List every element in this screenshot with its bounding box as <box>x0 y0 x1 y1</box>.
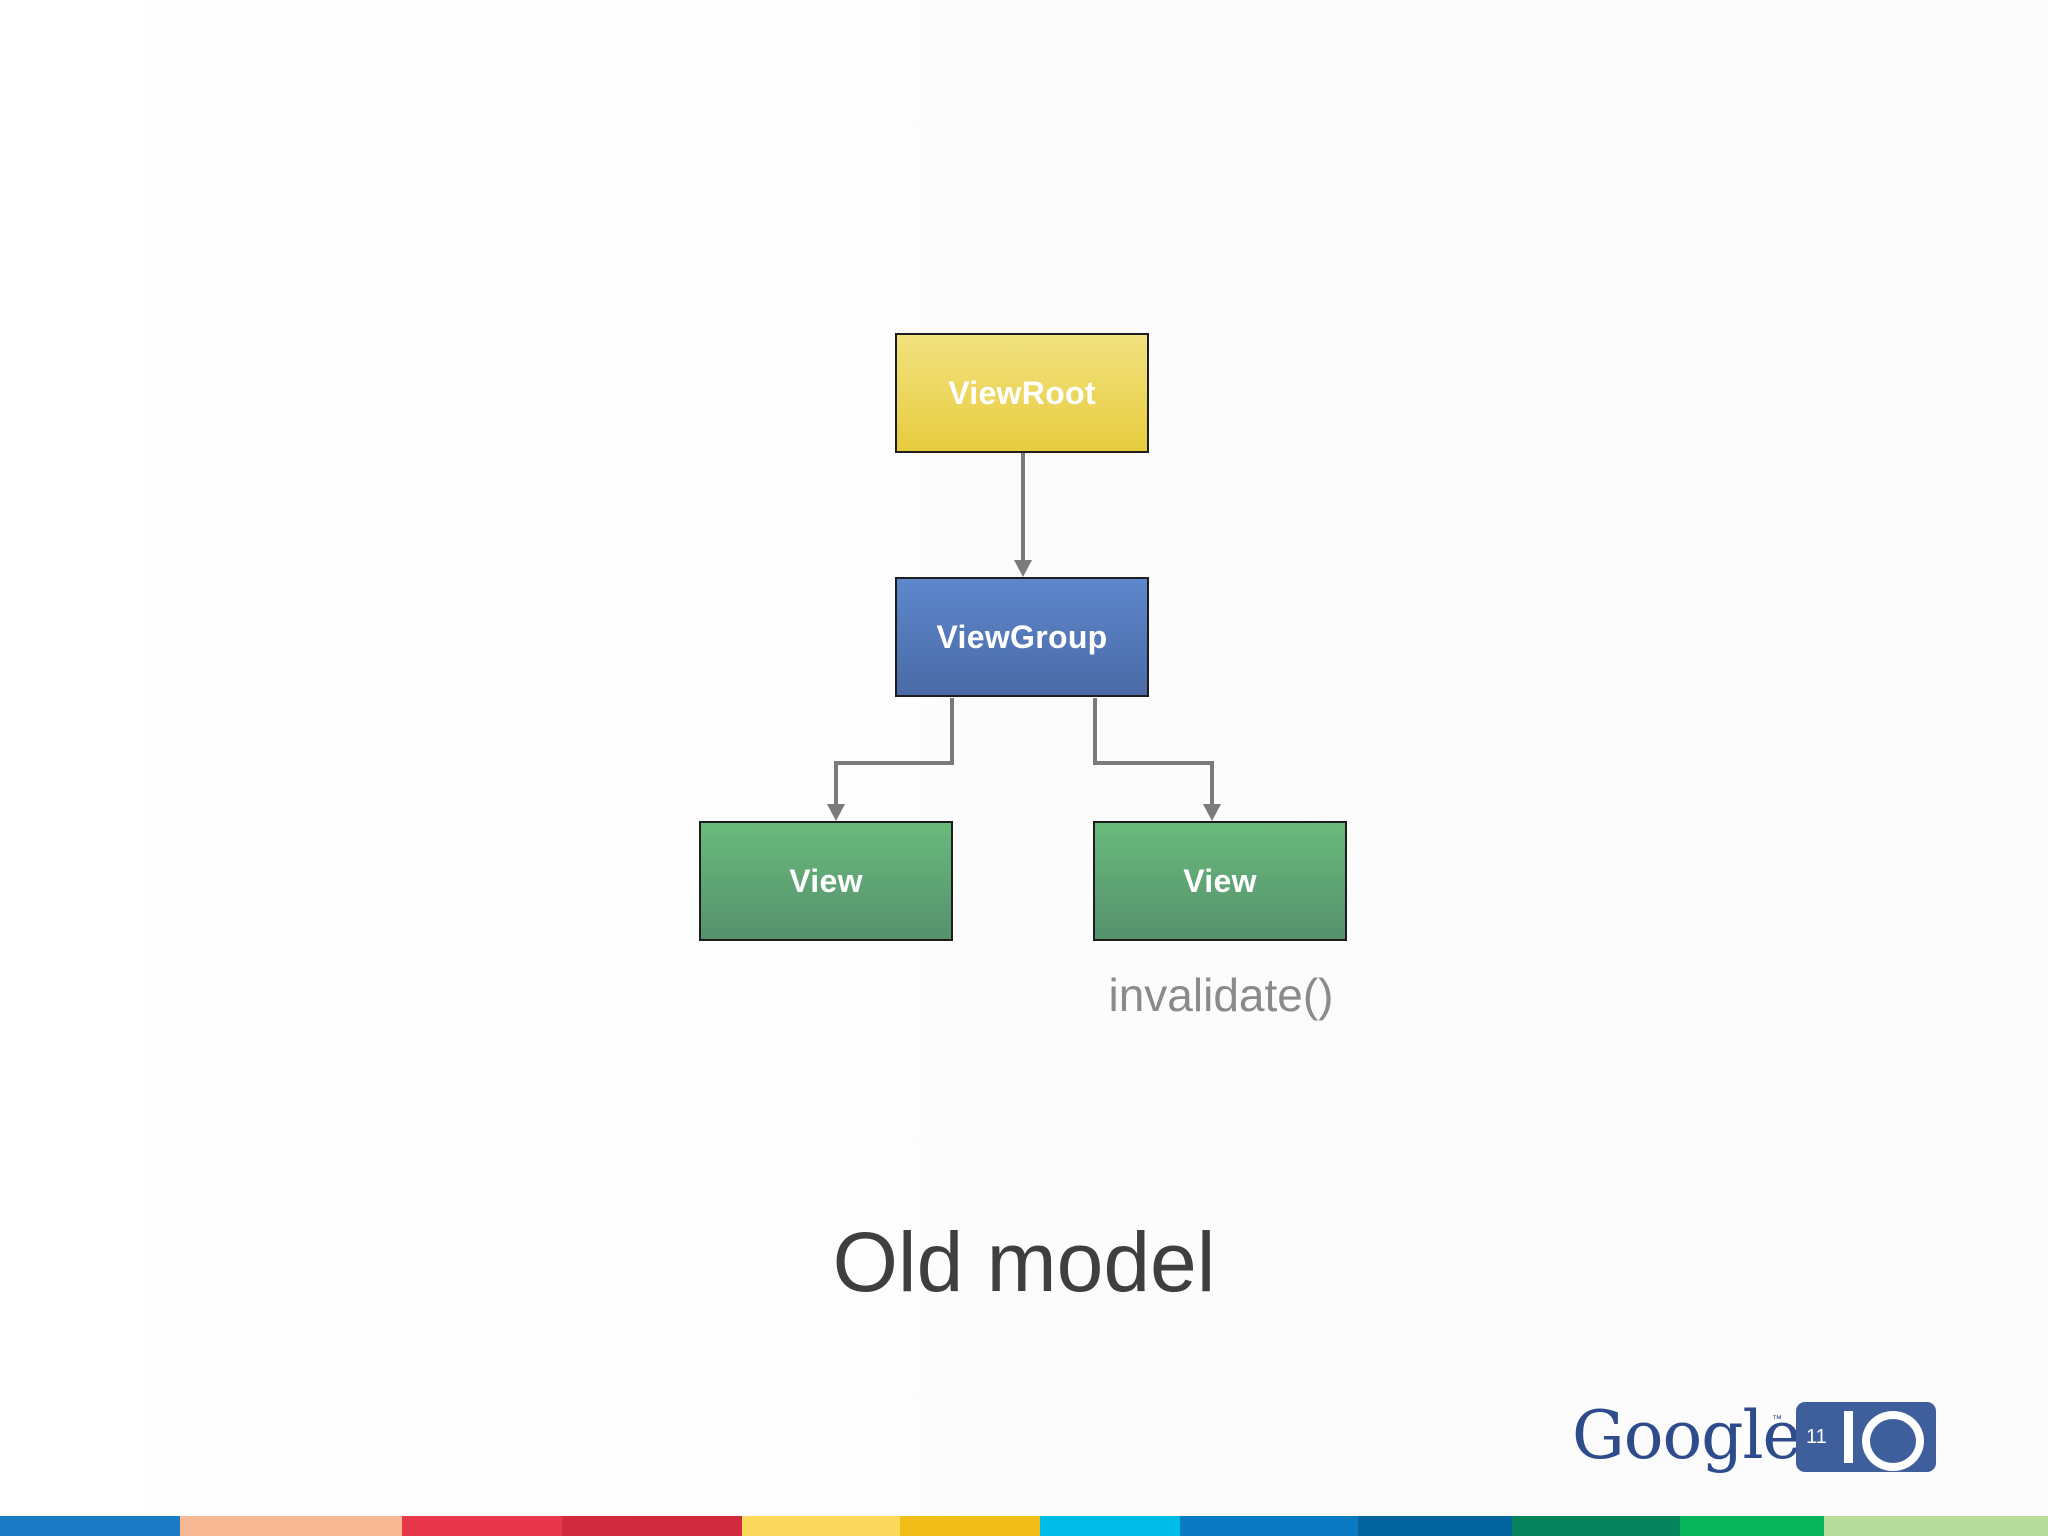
node-view-left-label: View <box>789 862 863 899</box>
node-viewroot-label: ViewRoot <box>948 374 1096 411</box>
io-letter-o-icon <box>1862 1411 1924 1471</box>
stripe-segment <box>180 1516 402 1536</box>
node-view-right: View <box>1093 821 1347 941</box>
node-view-right-label: View <box>1183 862 1257 899</box>
node-viewroot: ViewRoot <box>895 333 1149 453</box>
google-io-logo: Google ™ 11 <box>1572 1396 1942 1476</box>
io-letter-i-icon <box>1844 1411 1853 1463</box>
stripe-segment <box>402 1516 562 1536</box>
arrowhead-group <box>1014 560 1032 577</box>
google-wordmark: Google <box>1572 1397 1802 1474</box>
connector-group-to-left-view <box>834 698 954 804</box>
io-year: 11 <box>1806 1426 1827 1448</box>
footer-color-stripe <box>0 1516 2048 1536</box>
node-viewgroup: ViewGroup <box>895 577 1149 697</box>
stripe-segment <box>0 1516 180 1536</box>
stripe-segment <box>1824 1516 2048 1536</box>
connector-group-to-right-view <box>1093 698 1214 804</box>
stripe-segment <box>1680 1516 1824 1536</box>
node-viewgroup-label: ViewGroup <box>936 618 1108 655</box>
stripe-segment <box>900 1516 1040 1536</box>
stripe-segment <box>562 1516 742 1536</box>
trademark-symbol: ™ <box>1772 1414 1782 1425</box>
stripe-segment <box>1358 1516 1512 1536</box>
slide-caption: Old model <box>832 1215 1216 1309</box>
arrowhead-right-view <box>1203 804 1221 821</box>
stripe-segment <box>1040 1516 1180 1536</box>
io-badge: 11 <box>1796 1402 1936 1472</box>
stripe-segment <box>1512 1516 1680 1536</box>
invalidate-annotation: invalidate() <box>1108 969 1334 1021</box>
stripe-segment <box>1180 1516 1358 1536</box>
stripe-segment <box>742 1516 900 1536</box>
arrowhead-left-view <box>827 804 845 821</box>
node-view-left: View <box>699 821 953 941</box>
